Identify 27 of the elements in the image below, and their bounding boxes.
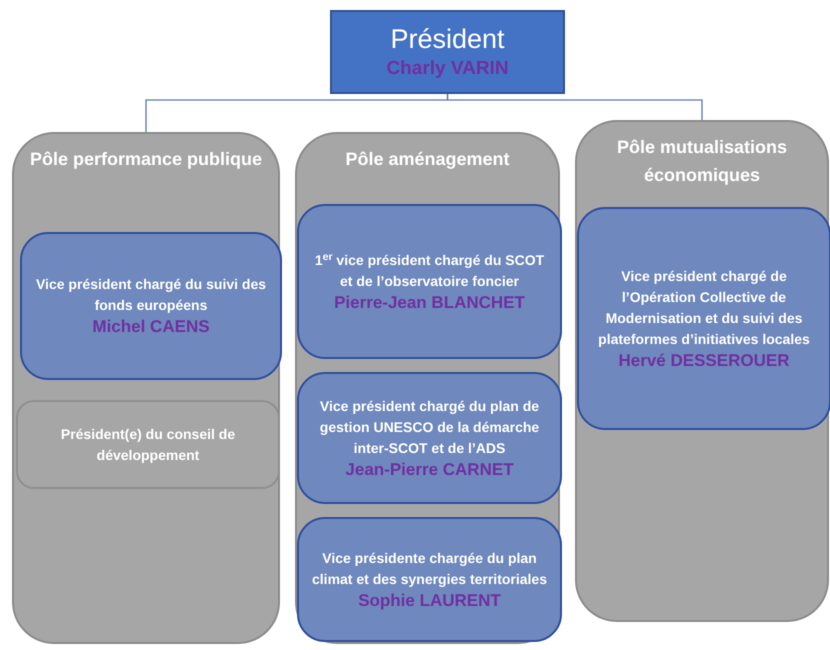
connector-line (446, 94, 703, 120)
role-box (577, 207, 830, 430)
role-title: Vice présidente chargée du plan climat et des synergies territoriales (311, 548, 548, 589)
department-panel (575, 120, 829, 622)
department-panel (12, 132, 280, 644)
role-title: Vice président chargé du suivi des fonds européens (34, 275, 268, 316)
role-box (297, 204, 562, 359)
person-name: Sophie LAURENT (358, 590, 501, 612)
role-box (297, 517, 562, 642)
role-title: Vice président chargé de l’Opération Collective de Modernisation et du suivi des plateformes d’initiatives locales (597, 266, 811, 349)
role-title: Président (390, 23, 505, 56)
person-name: Pierre-Jean BLANCHET (334, 292, 525, 314)
role-box (16, 400, 280, 489)
role-title: Vice président chargé du plan de gestion UNESCO de la démarche inter-SCOT et de l’ADS (318, 396, 540, 458)
person-name: Hervé DESSEROUER (618, 350, 790, 372)
role-title: Président(e) du conseil de développement (60, 424, 236, 465)
president-box (330, 10, 565, 94)
panel-title: Pôle aménagement (345, 148, 510, 171)
role-title: 1$^{er}$ vice président chargé du SCOT et de l’observatoire foncier (314, 250, 546, 291)
panel-title: Pôle performance publique (30, 148, 262, 171)
person-name: Michel CAENS (92, 316, 210, 338)
role-box (20, 232, 282, 380)
person-name: Charly VARIN (386, 57, 509, 81)
role-box (297, 372, 562, 504)
person-name: Jean-Pierre CARNET (345, 458, 514, 480)
department-panel (295, 132, 560, 644)
panel-title: Pôle mutualisations économiques (616, 136, 788, 187)
